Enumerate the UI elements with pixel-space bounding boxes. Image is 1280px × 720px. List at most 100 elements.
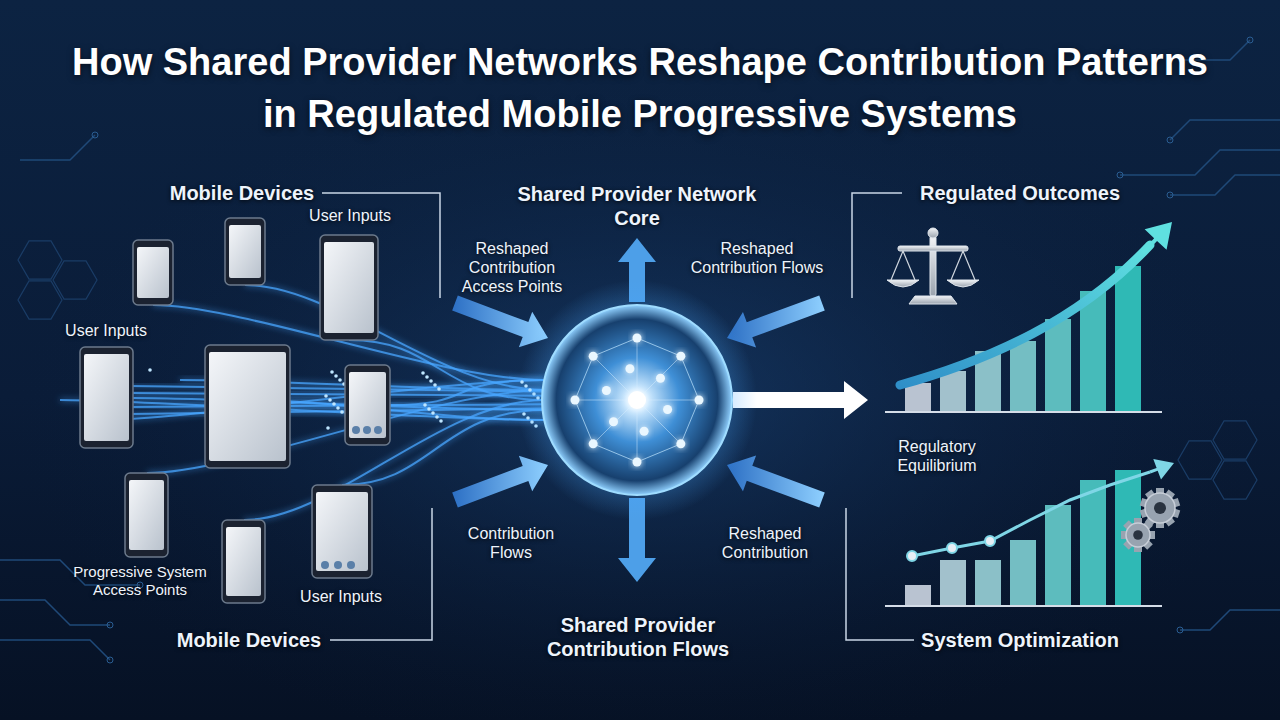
gear-hole <box>1154 502 1166 514</box>
flow-dot <box>330 370 334 374</box>
core-node <box>656 374 665 383</box>
scale-post <box>930 236 936 296</box>
annotation-label: Progressive System Access Points <box>65 563 215 599</box>
core-node <box>589 352 598 361</box>
flow-line <box>100 380 545 420</box>
chart-bar <box>1045 319 1071 411</box>
flow-dot <box>340 410 344 414</box>
section-heading: Regulated Outcomes <box>920 181 1120 205</box>
annotation-label: Contribution Flows <box>456 524 566 562</box>
circuit-node <box>1117 172 1123 178</box>
core-center <box>628 391 646 409</box>
section-heading: System Optimization <box>921 628 1119 652</box>
flow-dot <box>324 394 328 398</box>
flow-line <box>130 399 545 401</box>
app-icon <box>352 426 360 434</box>
leader-lines <box>322 193 914 640</box>
circuit-node <box>107 657 113 663</box>
core-spoke <box>637 400 638 462</box>
core-node <box>676 352 685 361</box>
trend-line <box>912 472 1150 556</box>
annotation-label: Reshaped Contribution Access Points <box>442 239 582 297</box>
hexagon-decor <box>18 241 62 279</box>
gear-tooth <box>1145 489 1175 526</box>
circuit-node <box>92 132 98 138</box>
trend-arrowhead <box>1142 222 1172 254</box>
block-arrow <box>452 456 548 508</box>
device-screen <box>349 372 386 438</box>
core-ring <box>575 338 699 462</box>
annotation-label: Reshaped Contribution <box>705 524 825 562</box>
leader-line <box>846 508 914 640</box>
device-screen <box>316 492 368 571</box>
hexagon-decor <box>53 261 97 299</box>
core-node <box>640 427 649 436</box>
flow-dot <box>338 378 342 382</box>
chart-bar <box>940 371 966 411</box>
chart-bar <box>1115 266 1141 411</box>
chart-bar <box>1045 505 1071 605</box>
core-node <box>602 386 611 395</box>
scale-icon <box>887 228 979 304</box>
flow-dot <box>421 371 425 375</box>
gear-body <box>1126 523 1150 547</box>
flow-dot <box>427 407 431 411</box>
trend-point <box>907 551 917 561</box>
chart-bar <box>1010 341 1036 411</box>
chart-baseline <box>885 411 1162 413</box>
annotation-label: User Inputs <box>65 321 147 340</box>
flow-dot <box>439 419 443 423</box>
scale-pan <box>887 280 919 287</box>
core-node <box>571 396 580 405</box>
device-body <box>222 520 265 603</box>
app-icon <box>374 426 382 434</box>
title: How Shared Provider Networks Reshape Con… <box>70 36 1210 140</box>
device-screen <box>129 480 164 550</box>
flow-dot <box>429 379 433 383</box>
device-screen <box>229 225 261 278</box>
core-spoke <box>593 400 637 444</box>
device-body <box>80 347 133 448</box>
device-body <box>205 345 290 468</box>
hexagon-decor <box>1213 421 1257 459</box>
flow-dot <box>334 374 338 378</box>
flow-line <box>130 393 545 396</box>
section-heading: Mobile Devices <box>177 628 322 652</box>
flow-dot <box>328 398 332 402</box>
scale-strings <box>891 251 975 280</box>
device-body <box>133 240 173 305</box>
core-node <box>676 439 685 448</box>
flow-dot <box>431 411 435 415</box>
flow-dot <box>336 406 340 410</box>
circuit-node <box>107 622 113 628</box>
title-wrap: How Shared Provider Networks Reshape Con… <box>0 36 1280 140</box>
block-arrow <box>727 455 825 507</box>
flow-dot <box>433 383 437 387</box>
annotation-label: User Inputs <box>309 206 391 225</box>
device-screen <box>209 352 286 461</box>
flow-dot <box>332 402 336 406</box>
core-spoke <box>637 400 681 444</box>
annotation-label: User Inputs <box>300 587 382 606</box>
trend-point <box>947 543 957 553</box>
gear-tooth <box>1123 520 1153 550</box>
circuit-node <box>1167 192 1173 198</box>
gear-hole <box>1133 530 1143 540</box>
section-heading: Shared Provider Network Core <box>512 182 762 230</box>
trend-point <box>985 536 995 546</box>
app-icon <box>334 561 342 569</box>
device-screen <box>137 247 169 298</box>
gear-icon <box>1121 518 1155 552</box>
flow-dot <box>437 387 441 391</box>
device-screen <box>226 527 261 596</box>
core-spoke <box>593 356 637 400</box>
core-spoke <box>575 400 637 401</box>
flow-dot <box>148 368 152 372</box>
network-core-sphere <box>517 280 757 520</box>
flow-dot <box>435 415 439 419</box>
circuit-node <box>1167 137 1173 143</box>
circuit-line <box>1180 610 1280 630</box>
device-body <box>125 473 168 557</box>
